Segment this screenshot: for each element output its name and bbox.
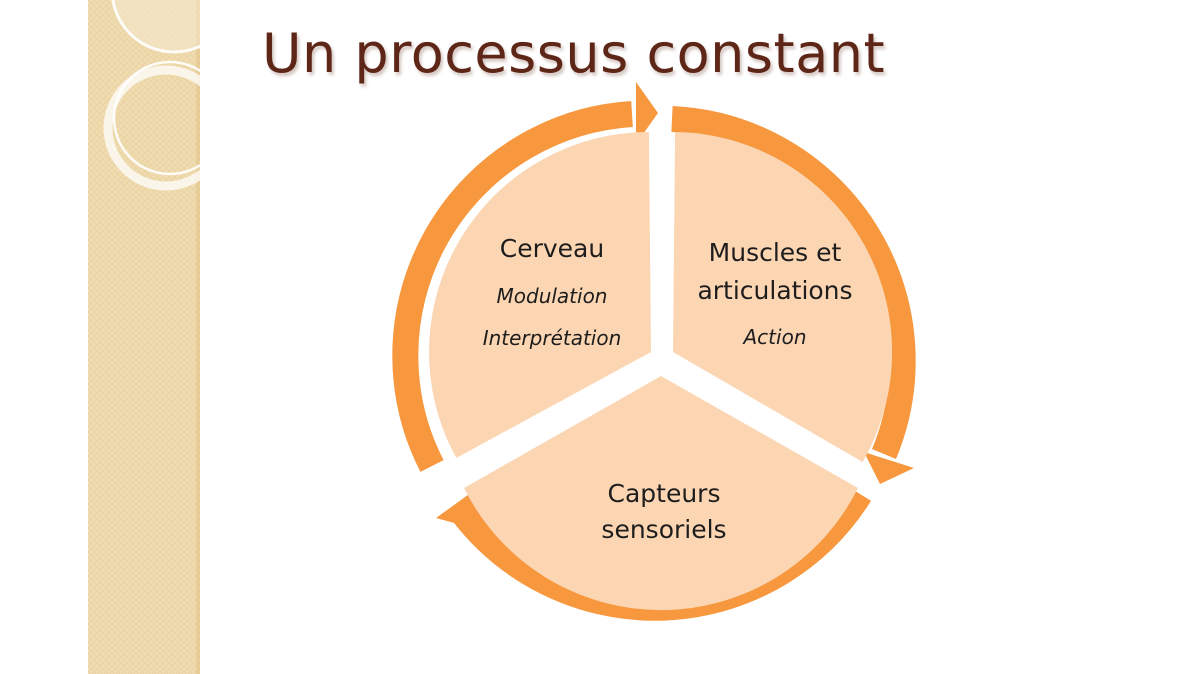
- band-edge: [196, 0, 200, 674]
- side-band-graphic: [88, 0, 200, 674]
- label-action: Action: [742, 325, 807, 349]
- label-capteurs-line2: sensoriels: [601, 515, 726, 544]
- segment-muscles: [673, 132, 893, 462]
- band-ring-thin: [112, 60, 200, 176]
- label-muscles-line1: Muscles et: [709, 238, 842, 267]
- decorative-side-band: [88, 0, 200, 674]
- slide-left-margin: [0, 0, 88, 674]
- arrowhead-capteurs-to-cerveau: [436, 492, 480, 530]
- band-ring-large: [111, 0, 200, 54]
- segment-cerveau: [429, 132, 651, 458]
- arrowhead-cerveau-to-muscles: [636, 82, 658, 144]
- arrowhead-muscles-to-capteurs: [864, 452, 914, 484]
- label-modulation: Modulation: [497, 284, 608, 308]
- label-capteurs-line1: Capteurs: [608, 479, 721, 508]
- label-cerveau: Cerveau: [500, 234, 604, 263]
- segment-capteurs: [464, 376, 858, 611]
- band-ring-large-fill: [112, 0, 200, 52]
- slide-title: Un processus constant: [262, 22, 886, 85]
- label-muscles-line2: articulations: [697, 276, 852, 305]
- label-interpretation: Interprétation: [483, 326, 622, 350]
- cycle-segments: [429, 132, 893, 611]
- band-ring-middle: [103, 65, 200, 191]
- segment-labels: Cerveau Modulation Interprétation Muscle…: [483, 234, 853, 544]
- arc-cerveau-to-muscles: [392, 101, 633, 472]
- arc-muscles-to-capteurs: [671, 106, 916, 459]
